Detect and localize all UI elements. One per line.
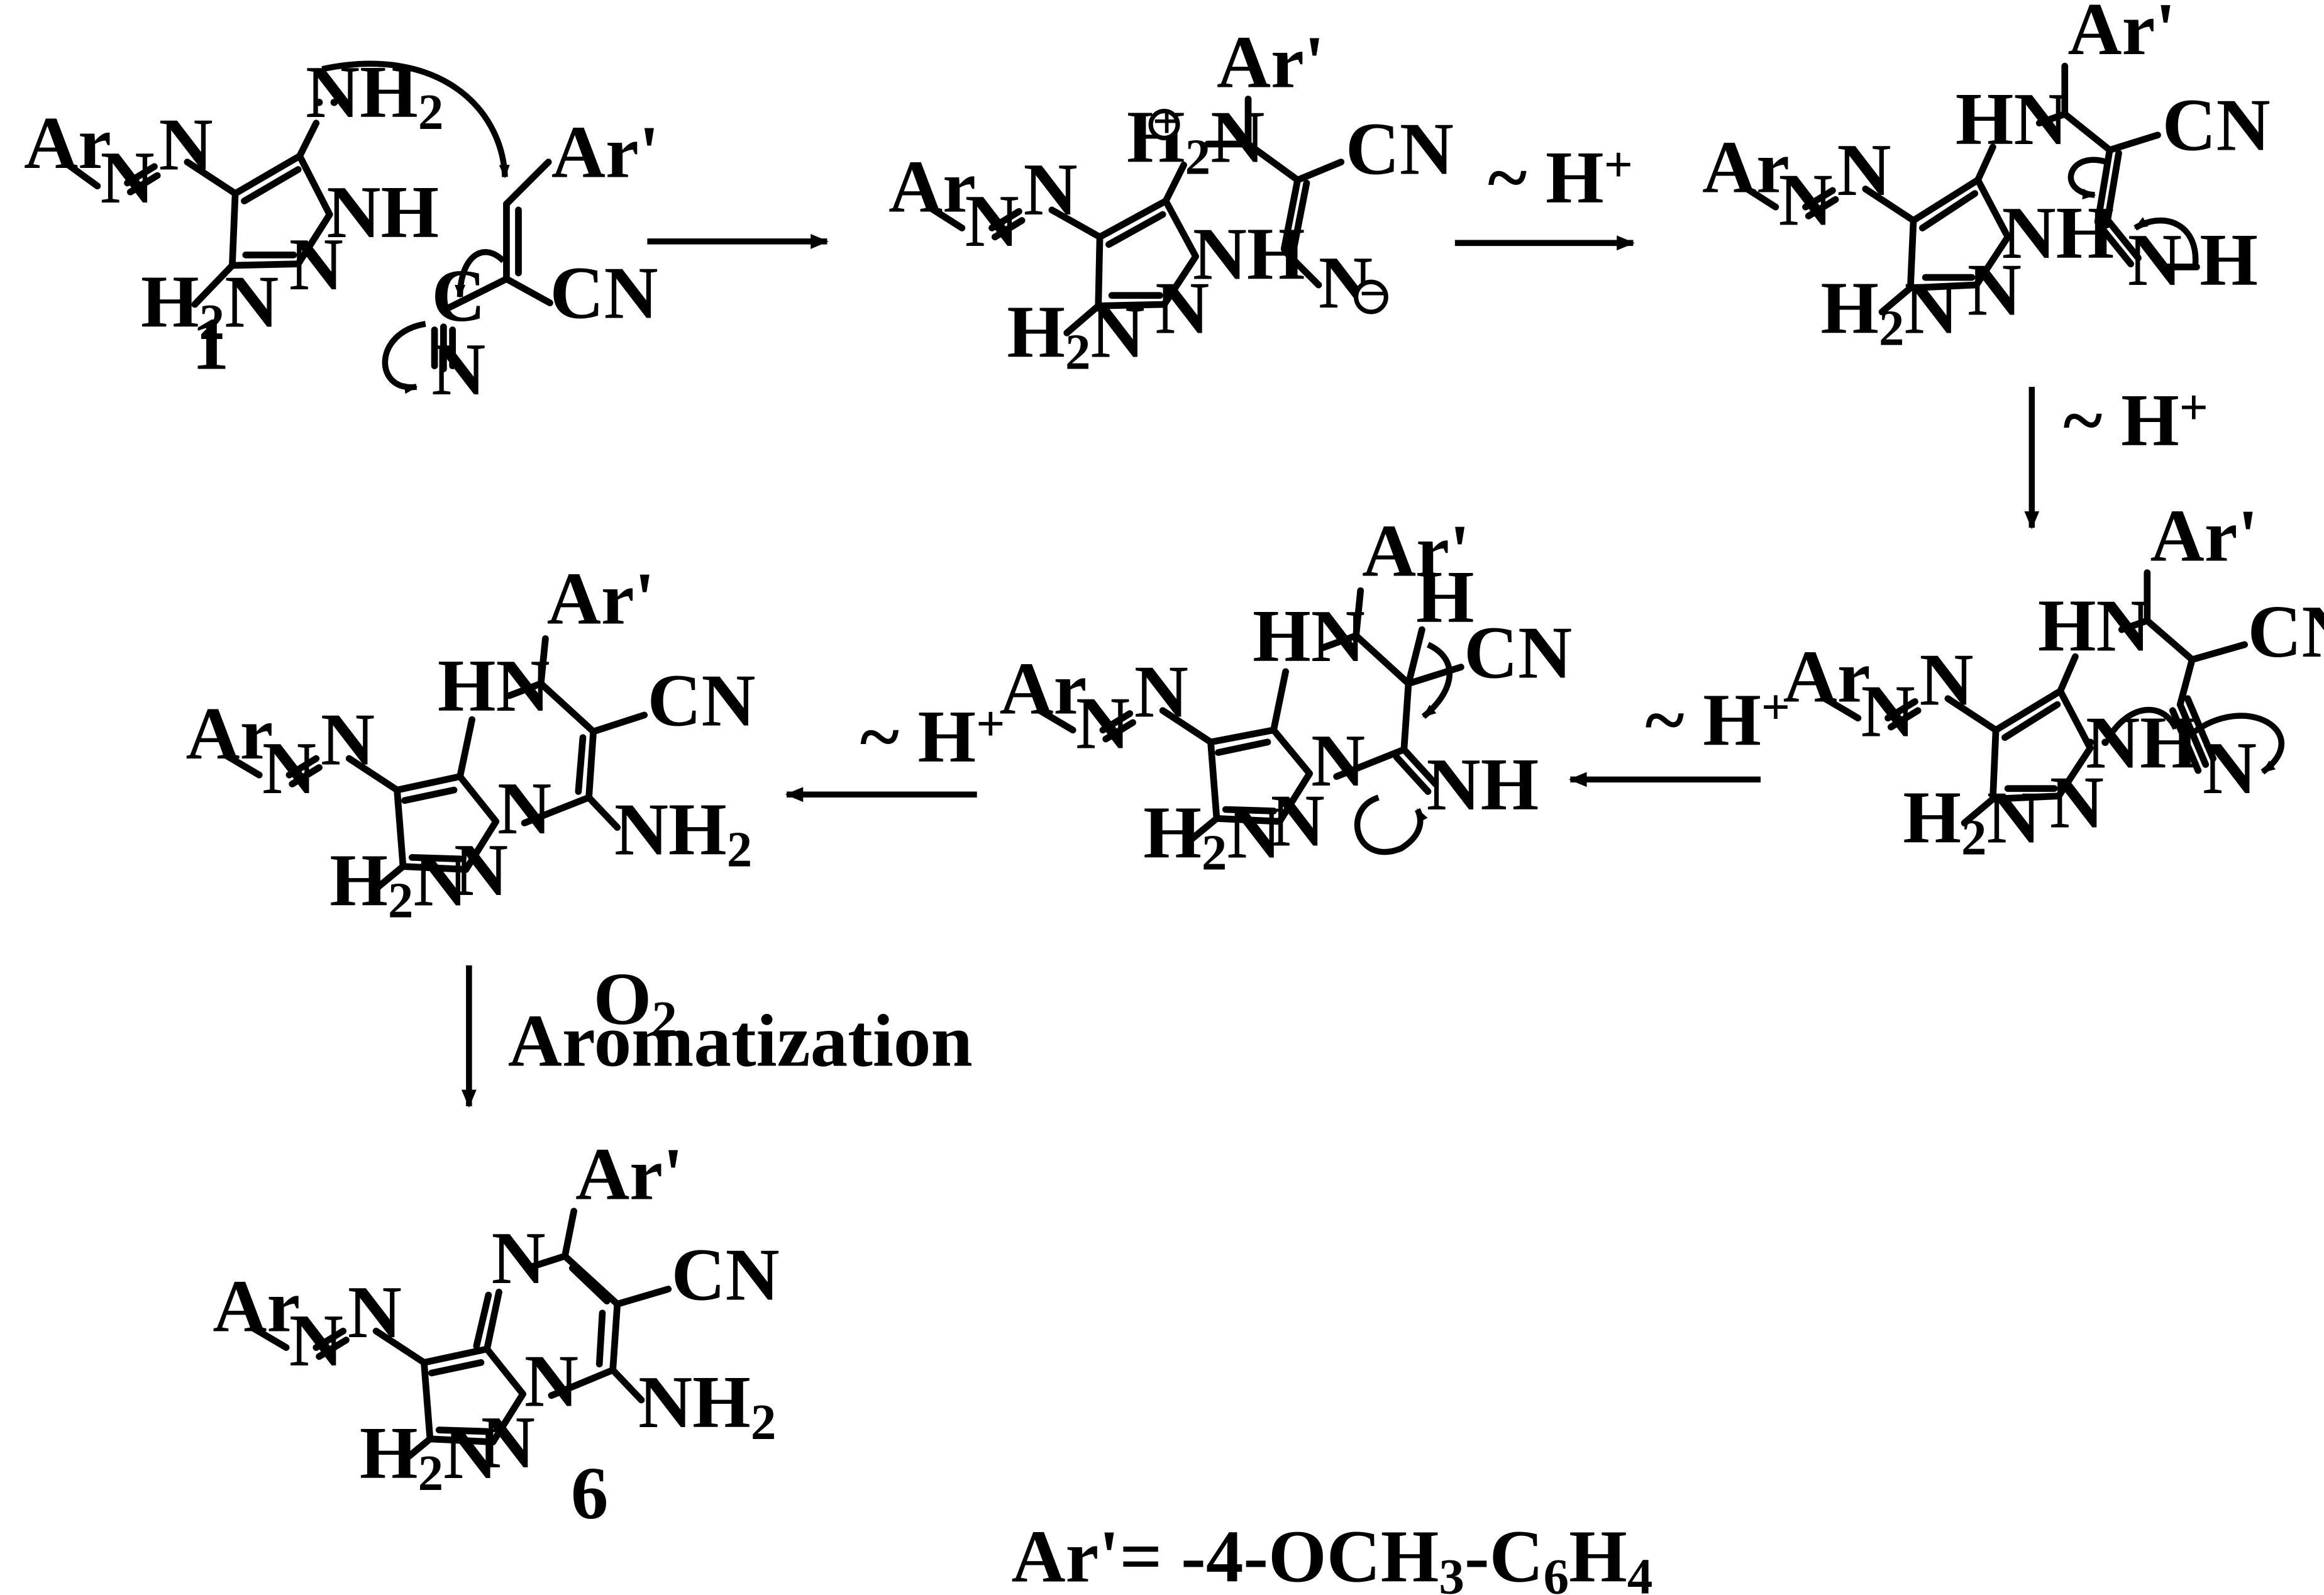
azo-n1: N (1861, 669, 1915, 752)
oxidant-label: O2 (594, 957, 677, 1047)
structure-product-6: Ar N N N H2N N Ar' CN N NH2 6 (213, 1133, 779, 1535)
ar-label: Ar (185, 692, 273, 775)
compound-label-1: 1 (192, 302, 230, 385)
h2n-label: H2N (360, 1411, 497, 1501)
ring-n: N (1155, 266, 1209, 349)
h2n-label: H2N (1143, 791, 1281, 881)
azo-n1: N (1779, 158, 1833, 242)
aromatization-label: Aromatization (508, 999, 973, 1082)
cn-label: CN (550, 251, 658, 334)
ar-label: Ar (1783, 635, 1871, 718)
ring-n: N (454, 828, 508, 911)
ring-n: N (289, 223, 343, 306)
ar-label: Ar (24, 101, 111, 184)
proton-shift-4: ~ H+ (860, 695, 1005, 778)
ring-n: N (2050, 761, 2104, 844)
nh2-label: NH2 (614, 788, 752, 878)
ring-n: N (1967, 248, 2022, 331)
arp-label: Ar' (1362, 509, 1470, 592)
azo-n1: N (289, 1299, 343, 1382)
structure-5-cyclized-imine: Ar N N N H2N HN Ar' H CN N NH (999, 509, 1572, 881)
proton-shift-2: ~ H+ (2063, 379, 2208, 462)
minus-charge: − (1359, 265, 1388, 322)
h-label: H (2200, 218, 2258, 301)
ring-nh: NH (326, 170, 439, 253)
h2n-label: H2N (141, 260, 279, 350)
h-label: H (1416, 555, 1475, 638)
h2n-label: H2N (329, 839, 467, 929)
plus-charge: + (1153, 92, 1181, 149)
ar-label: Ar (213, 1264, 300, 1347)
n-label: N (2128, 218, 2182, 301)
azo-n1: N (1076, 681, 1130, 764)
ring-n: N (481, 1401, 535, 1484)
bridge-n: N (524, 1339, 578, 1422)
cn-label: CN (1464, 611, 1572, 694)
cn-label: CN (2247, 590, 2324, 673)
ring-nh: NH (2086, 701, 2198, 784)
ring-n: N (1271, 779, 1325, 862)
h2n-label: H2N (1903, 775, 2040, 865)
azo-n1: N (262, 726, 316, 809)
structure-1-reactants: Ar N N ·· NH2 NH N H2N 1 Ar' CN C N (24, 50, 660, 411)
bridge-n: N (1311, 719, 1365, 802)
azo-n1: N (101, 136, 155, 219)
nh2-label: NH2 (638, 1360, 776, 1450)
ring-nh: NH (2002, 191, 2115, 274)
azo-n1: N (965, 179, 1019, 262)
structure-2-zwitterion: Ar N N NH N H2N H2N + Ar' CN N − (888, 20, 1454, 380)
structure-6-dihydro-intermediate: Ar N N N H2N HN Ar' CN N NH2 (185, 557, 755, 929)
lone-pair: ·· (312, 77, 342, 127)
imine-nh: NH (1427, 743, 1539, 826)
proton-shift-3: ~ H+ (1646, 679, 1791, 762)
structure-3-ketenimine: Ar N N NH N H2N HN Ar' CN N H (1702, 0, 2271, 356)
cn-label: CN (2162, 84, 2271, 167)
bridge-n: N (497, 767, 551, 850)
h2n-label: H2N (1820, 266, 1958, 356)
ar-label: Ar (1702, 125, 1790, 208)
pyrimidine-n: N (492, 1216, 546, 1299)
cn-label: CN (1346, 108, 1454, 191)
n-label: N (2203, 726, 2257, 809)
proton-shift-1: ~ H+ (1488, 136, 1633, 219)
arp-label: Ar' (1217, 20, 1325, 103)
arp-label: Ar' (547, 557, 655, 640)
arp-label: Ar' (2068, 0, 2176, 70)
cn-label: CN (672, 1233, 780, 1316)
ar-label: Ar (888, 145, 976, 228)
h2n-label: H2N (1007, 290, 1144, 380)
n-label: N (431, 328, 485, 411)
h2n-plus-label: H2N (1127, 96, 1264, 186)
footnote-arp-definition: Ar'= -4-OCH3-C6H4 (1012, 1514, 1653, 1595)
arp-label: Ar' (2150, 494, 2259, 577)
arp-label: Ar' (551, 110, 660, 193)
cn-label: CN (647, 659, 755, 742)
nh2-label: NH2 (306, 50, 443, 140)
lone-pair: ·· (2083, 718, 2113, 767)
structure-4-nitrile-attack: Ar N N ·· NH N H2N HN Ar' CN N (1783, 494, 2324, 865)
compound-label-6: 6 (571, 1452, 609, 1535)
ar-label: Ar (999, 647, 1087, 730)
arp-label: Ar' (575, 1133, 683, 1216)
